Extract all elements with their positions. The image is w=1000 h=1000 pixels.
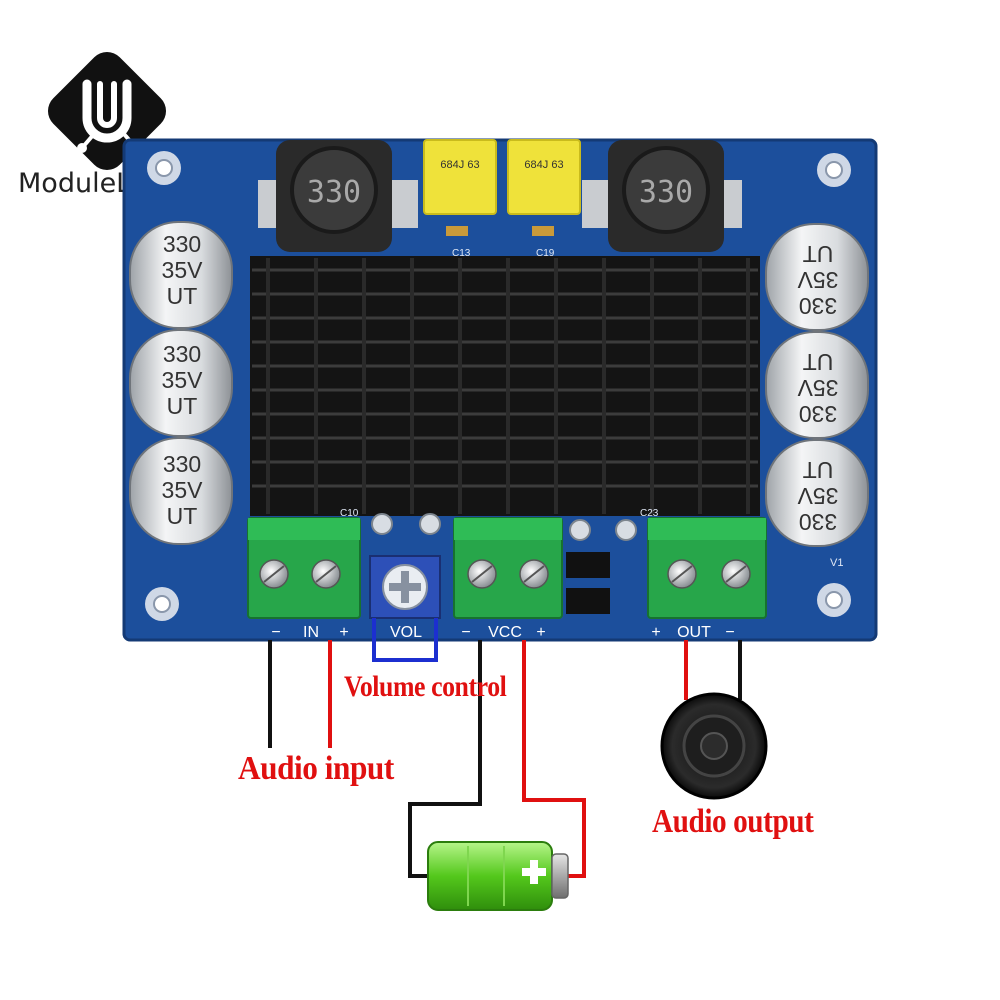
- mounting-hole-bottom-left: [145, 587, 179, 621]
- svg-text:330: 330: [799, 293, 837, 319]
- battery-icon: [427, 841, 569, 911]
- svg-text:330: 330: [163, 231, 201, 257]
- svg-text:UT: UT: [167, 393, 198, 419]
- caption-audio-output: Audio output: [652, 803, 814, 840]
- svg-text:684J 63: 684J 63: [524, 159, 563, 171]
- label-c13: C13: [452, 248, 471, 259]
- svg-text:35V: 35V: [797, 483, 839, 509]
- svg-text:35V: 35V: [797, 267, 839, 293]
- capacitor-left-1: 330 35V UT: [129, 221, 233, 329]
- terminal-block-input: [247, 517, 361, 619]
- film-capacitor-right: 684J 63: [507, 139, 581, 215]
- inductor-left: 330: [258, 140, 418, 252]
- svg-text:330: 330: [639, 175, 693, 210]
- svg-text:330: 330: [307, 175, 361, 210]
- capacitor-left-2: 330 35V UT: [129, 329, 233, 437]
- svg-text:35V: 35V: [162, 477, 204, 503]
- label-volume: VOL: [390, 624, 422, 641]
- label-input: IN: [303, 624, 319, 641]
- speaker-icon: [660, 692, 768, 800]
- svg-text:UT: UT: [803, 457, 834, 483]
- label-c23: C23: [640, 508, 659, 519]
- label-output: OUT: [677, 624, 711, 641]
- capacitor-right-3: 330 35V UT: [765, 439, 869, 547]
- caption-audio-input: Audio input: [238, 750, 394, 787]
- svg-text:684J 63: 684J 63: [440, 159, 479, 171]
- terminal-block-output: [647, 517, 767, 619]
- label-input-plus: +: [339, 624, 348, 641]
- mounting-hole-bottom-right: [817, 583, 851, 617]
- label-output-minus: −: [725, 624, 734, 641]
- label-power: VCC: [488, 624, 522, 641]
- label-output-plus: +: [651, 624, 660, 641]
- diode-upper: [566, 552, 610, 578]
- svg-text:UT: UT: [167, 283, 198, 309]
- svg-text:UT: UT: [803, 241, 834, 267]
- volume-potentiometer: [369, 555, 441, 619]
- diode-lower: [566, 588, 610, 614]
- mounting-hole-top-right: [817, 153, 851, 187]
- svg-text:330: 330: [799, 401, 837, 427]
- inductor-right: 330: [582, 140, 742, 252]
- capacitor-right-1: 330 35V UT: [765, 223, 869, 331]
- terminal-block-power: [453, 517, 563, 619]
- label-v1: V1: [830, 557, 843, 569]
- capacitor-right-2: 330 35V UT: [765, 331, 869, 439]
- wires: [268, 640, 742, 878]
- svg-text:35V: 35V: [797, 375, 839, 401]
- label-power-minus: −: [461, 624, 470, 641]
- film-capacitor-left: 684J 63: [423, 139, 497, 215]
- label-c10: C10: [340, 508, 359, 519]
- small-capacitors: [371, 513, 637, 541]
- svg-text:UT: UT: [167, 503, 198, 529]
- svg-text:UT: UT: [803, 349, 834, 375]
- wire-power-positive: [522, 640, 586, 878]
- mounting-hole-top-left: [147, 151, 181, 185]
- volume-bracket: [372, 618, 438, 662]
- svg-text:35V: 35V: [162, 367, 204, 393]
- label-c19: C19: [536, 248, 555, 259]
- caption-volume-control: Volume control: [344, 670, 507, 703]
- svg-text:330: 330: [799, 509, 837, 535]
- label-power-plus: +: [536, 624, 545, 641]
- capacitor-left-3: 330 35V UT: [129, 437, 233, 545]
- svg-text:35V: 35V: [162, 257, 204, 283]
- svg-text:330: 330: [163, 451, 201, 477]
- label-input-minus: −: [271, 624, 280, 641]
- wire-power-negative: [408, 640, 482, 878]
- svg-text:330: 330: [163, 341, 201, 367]
- heatsink: [250, 256, 760, 516]
